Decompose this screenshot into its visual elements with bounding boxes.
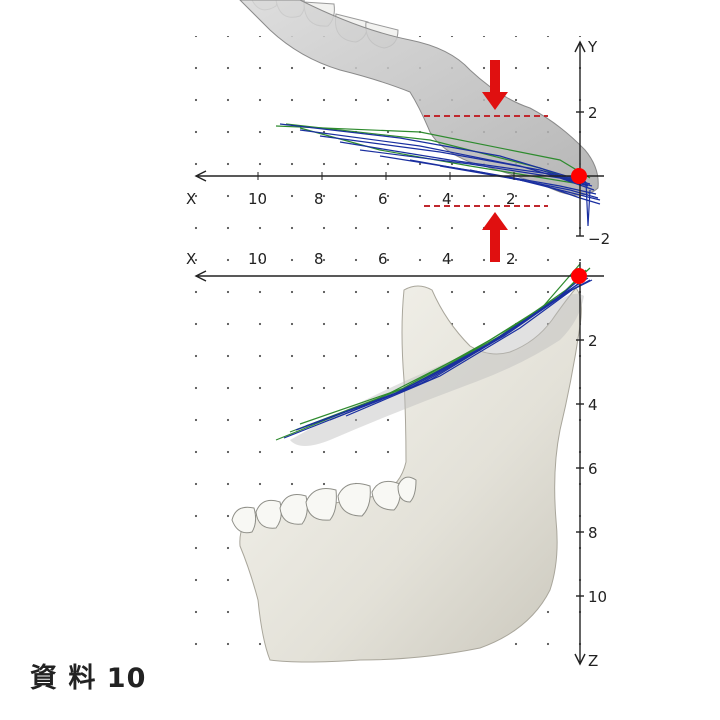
lower-z-tick: 6 [588, 460, 598, 478]
lower-x-tick: 4 [442, 250, 452, 268]
upper-x-tick: 10 [248, 190, 267, 208]
upper-trace-green-1 [275, 125, 591, 179]
upper-trace-blue-5 [359, 149, 595, 191]
upper-x-axis-letter: X [186, 190, 196, 208]
arrow-down-icon [482, 60, 508, 110]
upper-x-tick: 6 [378, 190, 388, 208]
lower-x-tick: 10 [248, 250, 267, 268]
arrow-up-icon [482, 212, 508, 262]
lower-x-tick: 6 [378, 250, 388, 268]
lower-teeth [231, 476, 417, 534]
lower-movement-traces [275, 263, 593, 441]
upper-x-tick: 2 [506, 190, 516, 208]
lower-z-tick: 10 [588, 588, 607, 606]
upper-trace-blue-3 [319, 135, 591, 185]
upper-x-ticks: X 10 8 6 4 2 [186, 172, 516, 208]
lower-trace-blue-5 [329, 279, 593, 421]
lower-x-axis-letter: X [186, 250, 196, 268]
lower-x-ticks: X 10 8 6 4 2 [186, 250, 516, 268]
lower-z-axis-letter: Z [588, 652, 598, 670]
upper-condyle-marker [571, 168, 587, 184]
lower-z-tick: 4 [588, 396, 598, 414]
figure-caption: 資 料 10 [30, 663, 147, 694]
lower-x-tick: 2 [506, 250, 516, 268]
lower-z-tick: 2 [588, 332, 598, 350]
lower-axes [194, 262, 604, 666]
upper-axes [194, 40, 604, 237]
upper-trace-vertical [585, 181, 591, 227]
upper-x-tick: 8 [314, 190, 324, 208]
upper-x-tick: 4 [442, 190, 452, 208]
lower-z-tick: 8 [588, 524, 598, 542]
upper-trace-blue-1 [279, 123, 587, 183]
lower-trace-blue-6 [345, 289, 573, 417]
upper-trace-blue-4 [339, 141, 593, 187]
upper-y-axis-letter: Y [587, 38, 598, 56]
upper-y-tick: 2 [588, 104, 598, 122]
upper-y-tick: −2 [588, 230, 610, 248]
upper-trace-blue-9 [469, 169, 601, 205]
lower-x-tick: 8 [314, 250, 324, 268]
lower-condyle-marker [571, 268, 587, 284]
maxilla-illustration [239, 0, 599, 196]
